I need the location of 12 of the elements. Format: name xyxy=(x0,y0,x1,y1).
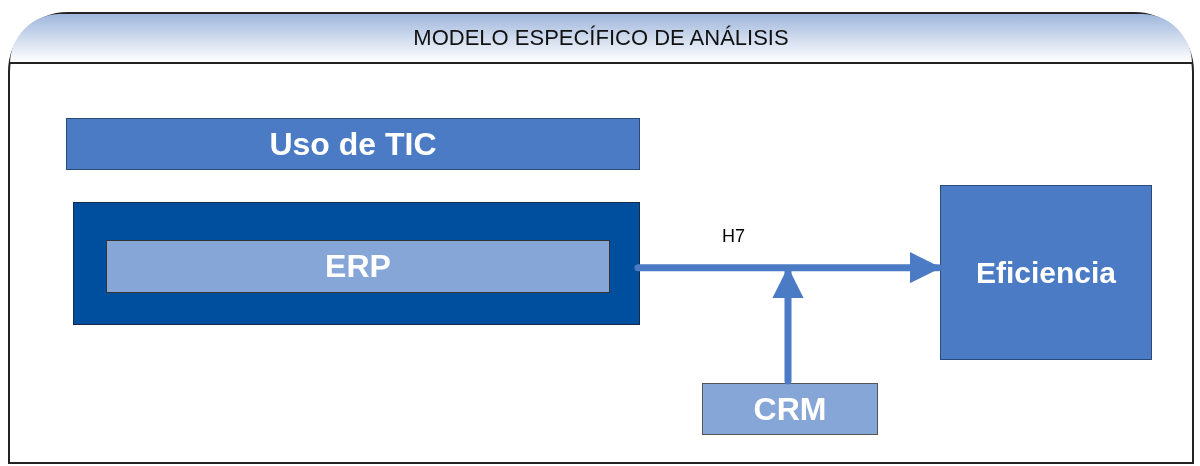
node-label: CRM xyxy=(753,390,827,428)
arrow xyxy=(634,251,942,284)
node-label: ERP xyxy=(325,248,391,285)
node-label: Uso de TIC xyxy=(269,125,437,163)
container-box xyxy=(73,202,640,325)
node-label: Eficiencia xyxy=(975,255,1117,290)
frame-panel xyxy=(8,12,1194,464)
process-box xyxy=(106,240,610,293)
node-label: MODELO ESPECÍFICO DE ANÁLISIS xyxy=(413,25,789,51)
process-box xyxy=(702,383,878,435)
process-box xyxy=(66,118,640,170)
outcome-box xyxy=(940,185,1152,360)
